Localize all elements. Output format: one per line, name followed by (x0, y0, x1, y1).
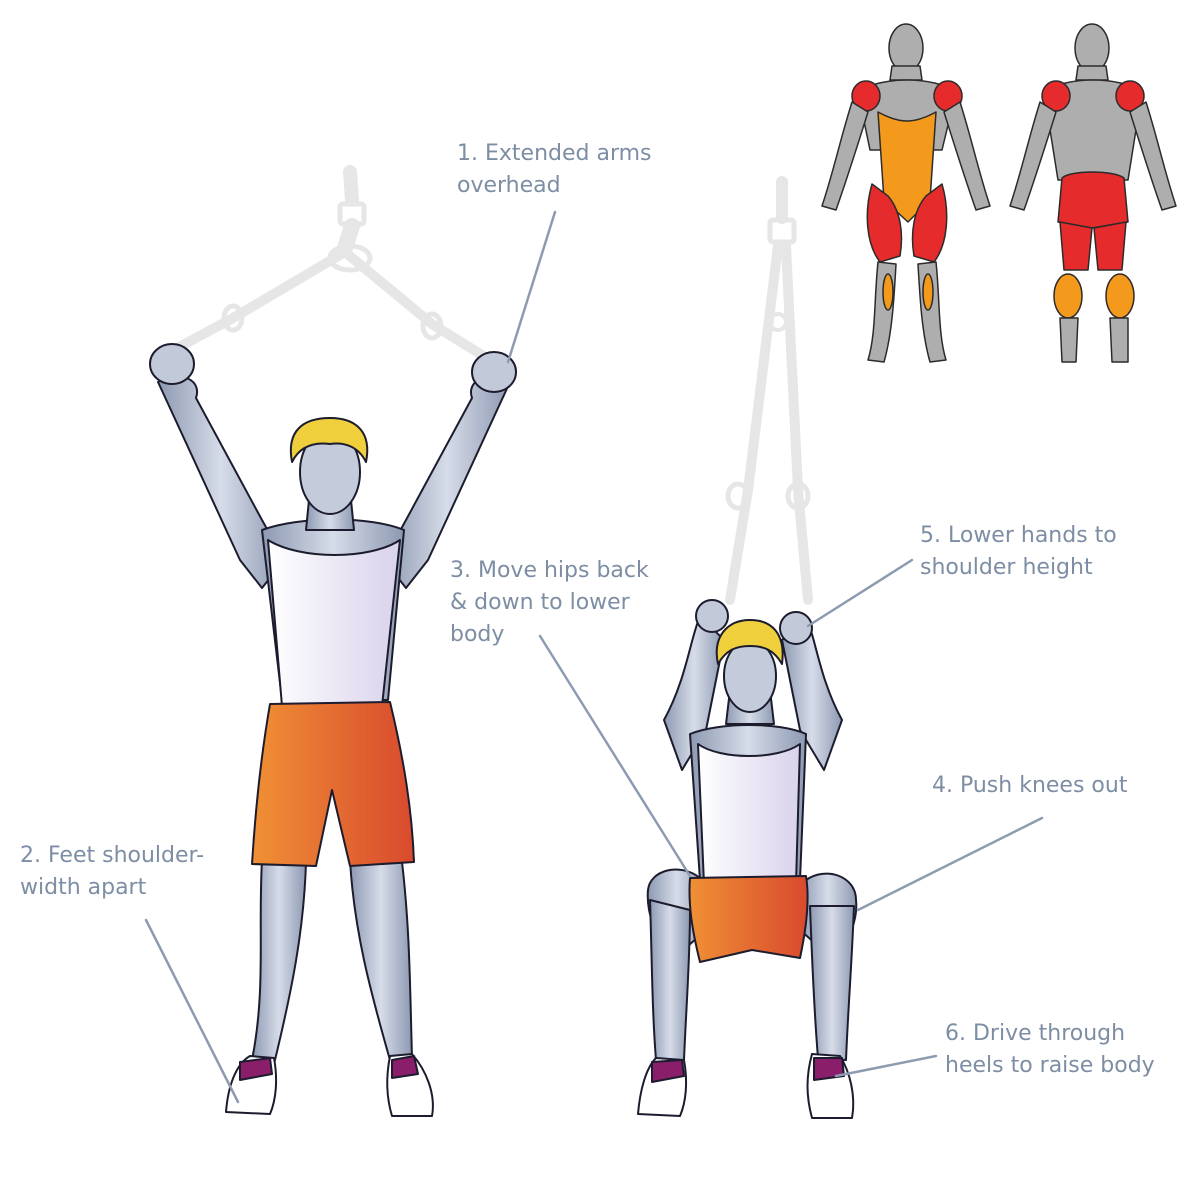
label-step-5-line-2: shoulder height (920, 555, 1093, 580)
leader-line-step-4 (856, 816, 1044, 912)
label-step-4-line-1: 4. Push knees out (932, 773, 1128, 798)
leader-line-step-6 (834, 1054, 938, 1078)
label-step-3-line-1: 3. Move hips back (450, 558, 649, 583)
label-step-6: 6. Drive through heels to raise body (945, 1018, 1155, 1082)
label-step-3: 3. Move hips back & down to lower body (450, 555, 649, 651)
label-step-1-line-1: 1. Extended arms (457, 141, 652, 166)
label-step-2: 2. Feet shoulder- width apart (20, 840, 204, 904)
label-step-2-line-1: 2. Feet shoulder- (20, 843, 205, 868)
leader-line-step-5 (806, 558, 914, 628)
label-step-3-line-3: body (450, 622, 505, 647)
label-step-1-line-2: overhead (457, 173, 561, 198)
suspension-strap-icon (165, 165, 495, 365)
label-step-5: 5. Lower hands to shoulder height (920, 520, 1117, 584)
standing-athlete-figure (149, 343, 517, 1117)
suspension-strap-icon-2 (725, 176, 813, 605)
leader-line-step-2 (144, 918, 240, 1104)
label-step-6-line-2: heels to raise body (945, 1053, 1155, 1078)
label-step-2-line-2: width apart (20, 875, 147, 900)
label-step-6-line-1: 6. Drive through (945, 1021, 1126, 1046)
label-step-5-line-1: 5. Lower hands to (920, 523, 1117, 548)
leader-lines (144, 210, 1044, 1104)
muscle-map-back-icon (1009, 23, 1177, 363)
muscle-map-front-icon (821, 23, 991, 363)
label-step-4: 4. Push knees out (932, 770, 1127, 802)
leader-line-step-3 (538, 634, 692, 878)
label-step-3-line-2: & down to lower (450, 590, 630, 615)
leader-line-step-1 (506, 210, 557, 364)
squatting-athlete-figure (637, 599, 858, 1119)
label-step-1: 1. Extended arms overhead (457, 138, 652, 202)
